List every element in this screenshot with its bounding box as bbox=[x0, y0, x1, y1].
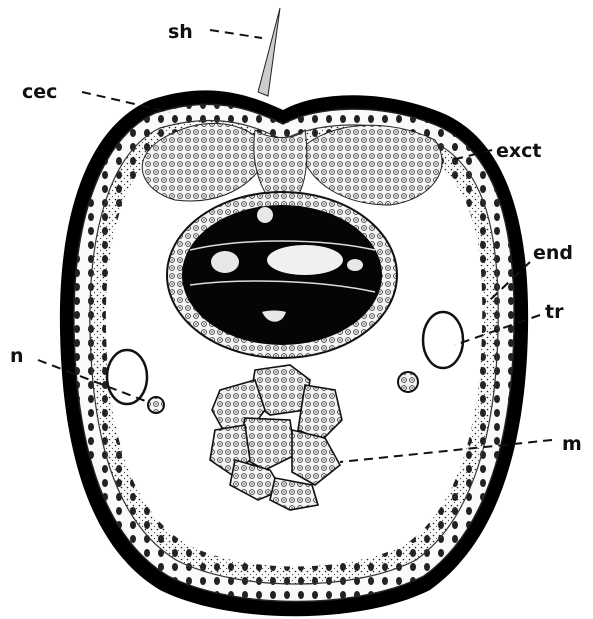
pharynx-lumen bbox=[182, 205, 382, 345]
label-cec: cec bbox=[22, 81, 57, 103]
right-nerve bbox=[398, 372, 418, 392]
label-tr: tr bbox=[545, 301, 564, 323]
label-sh: sh bbox=[168, 21, 193, 43]
left-trunk-ring bbox=[107, 350, 147, 404]
label-exct: exct bbox=[496, 140, 542, 162]
sheath-spike bbox=[258, 8, 280, 96]
label-end: end bbox=[533, 242, 573, 264]
right-trunk-ring bbox=[423, 312, 463, 368]
lumen-dot-top bbox=[257, 207, 273, 223]
left-nerve bbox=[148, 397, 164, 413]
lumen-blob-center bbox=[267, 245, 343, 275]
label-m: m bbox=[562, 433, 582, 455]
lumen-blob-left bbox=[211, 251, 239, 273]
leader-sh bbox=[210, 30, 262, 38]
lumen-dot-right bbox=[347, 259, 363, 271]
label-n: n bbox=[10, 345, 24, 367]
